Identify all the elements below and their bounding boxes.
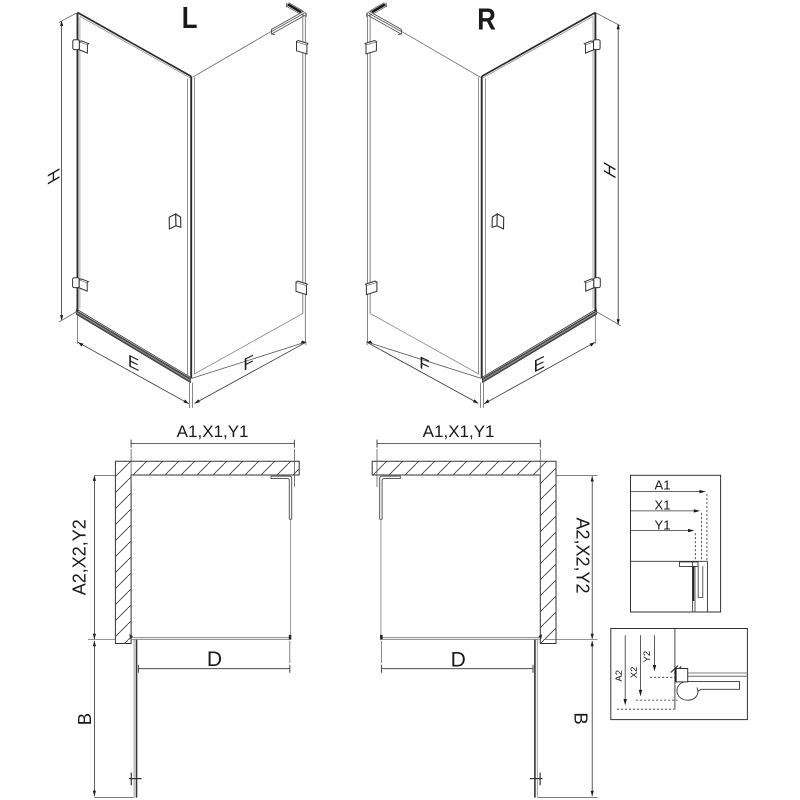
svg-text:Y1: Y1 xyxy=(655,518,671,533)
svg-text:A1,X1,Y1: A1,X1,Y1 xyxy=(423,422,495,441)
svg-text:E: E xyxy=(128,351,139,375)
svg-text:B: B xyxy=(571,712,592,724)
svg-text:D: D xyxy=(451,648,466,671)
svg-text:R: R xyxy=(477,2,496,37)
svg-text:B: B xyxy=(74,713,95,725)
svg-text:E: E xyxy=(534,352,545,376)
svg-text:Y2: Y2 xyxy=(642,651,653,663)
svg-text:A2: A2 xyxy=(614,670,625,682)
svg-text:L: L xyxy=(182,1,198,36)
svg-text:X2: X2 xyxy=(629,667,640,679)
svg-text:A2,X2,Y2: A2,X2,Y2 xyxy=(572,517,592,593)
svg-text:X1: X1 xyxy=(655,497,671,512)
svg-text:A1: A1 xyxy=(655,478,671,493)
svg-text:D: D xyxy=(207,648,222,671)
svg-text:F: F xyxy=(419,352,429,376)
svg-text:A1,X1,Y1: A1,X1,Y1 xyxy=(177,422,249,441)
svg-text:A2,X2,Y2: A2,X2,Y2 xyxy=(70,519,90,595)
svg-text:F: F xyxy=(243,351,253,375)
